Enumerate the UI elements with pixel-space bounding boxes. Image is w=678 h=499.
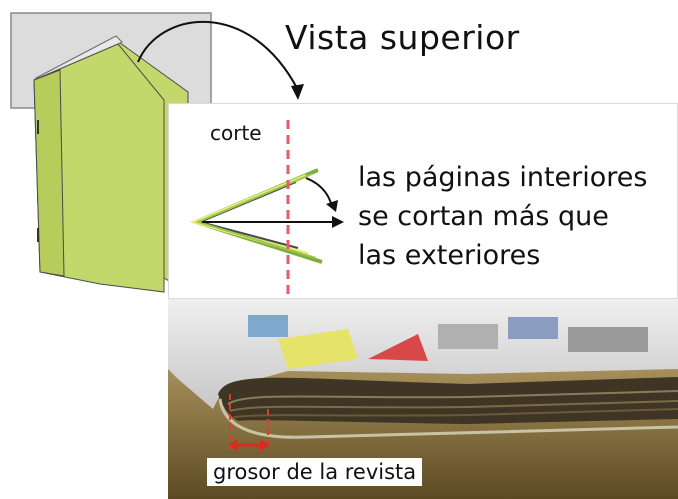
explanation-line: se cortan más que	[358, 201, 609, 232]
magazine-photo	[168, 299, 678, 499]
pointer-arrow	[305, 177, 333, 207]
cut-label: corte	[210, 121, 262, 145]
title: Vista superior	[285, 18, 520, 57]
curved-arrow	[137, 21, 299, 91]
thickness-label: grosor de la revista	[207, 458, 423, 486]
explanation-line: las páginas interiores	[358, 162, 648, 193]
explanation-line: las exteriores	[358, 240, 541, 271]
explanation-text: las páginas interiores se cortan más que…	[358, 158, 647, 275]
